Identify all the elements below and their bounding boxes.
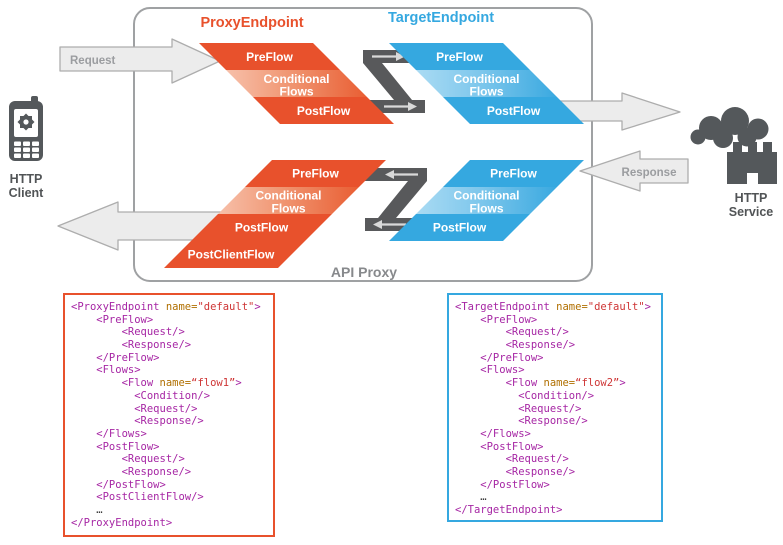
request-arrow: Request bbox=[59, 38, 221, 84]
api-proxy-diagram: Request Response PreFlow Conditional Flo… bbox=[9, 7, 777, 282]
http-service-label: HTTP bbox=[735, 191, 768, 205]
api-proxy-box bbox=[133, 7, 593, 282]
code-line: <Response/> bbox=[455, 339, 576, 352]
conditional-flows-label: Conditional bbox=[454, 189, 520, 203]
targetendpoint-title: TargetEndpoint bbox=[388, 10, 494, 26]
target-response-flow-shape: PreFlow Conditional Flows PostFlow bbox=[389, 160, 584, 241]
code-line: <Response/> bbox=[455, 465, 576, 478]
response-arrow: Response bbox=[579, 150, 689, 192]
proxyendpoint-title: ProxyEndpoint bbox=[200, 15, 303, 31]
targetendpoint-code-block: <TargetEndpoint name="default"> <PreFlow… bbox=[447, 293, 663, 522]
code-line: </PreFlow> bbox=[71, 351, 160, 364]
code-line: <Response/> bbox=[71, 339, 192, 352]
code-line: <Response/> bbox=[71, 415, 204, 428]
code-line: <Request/> bbox=[71, 402, 198, 415]
code-line: <Condition/> bbox=[455, 389, 595, 402]
conditional-flows-label: Flows bbox=[469, 202, 503, 216]
preflow-label: PreFlow bbox=[436, 50, 483, 64]
code-line: <Request/> bbox=[455, 326, 569, 339]
request-label: Request bbox=[70, 55, 116, 67]
code-line: <Response/> bbox=[455, 415, 588, 428]
conditional-flows-label: Conditional bbox=[256, 189, 322, 203]
conditional-flows-label: Flows bbox=[271, 202, 305, 216]
conditional-flows-label: Conditional bbox=[454, 72, 520, 86]
code-line: … bbox=[480, 491, 487, 504]
postflow-label: PostFlow bbox=[235, 221, 289, 235]
preflow-label: PreFlow bbox=[292, 167, 339, 181]
code-line: <Request/> bbox=[71, 453, 185, 466]
code-line: <Request/> bbox=[455, 453, 569, 466]
code-line: <Flows> bbox=[71, 364, 141, 377]
code-line: <TargetEndpoint name="default"> bbox=[455, 301, 651, 313]
code-line: <PreFlow> bbox=[71, 313, 154, 326]
code-line: <PostFlow> bbox=[71, 440, 160, 453]
code-line: </Flows> bbox=[71, 427, 147, 440]
code-line: <Flows> bbox=[455, 364, 525, 377]
preflow-label: PreFlow bbox=[246, 50, 293, 64]
code-line: <PostFlow> bbox=[455, 440, 544, 453]
conditional-flows-label: Conditional bbox=[264, 72, 330, 86]
proxyendpoint-code-block: <ProxyEndpoint name="default"> <PreFlow>… bbox=[63, 293, 275, 537]
code-line: </PostFlow> bbox=[71, 478, 166, 491]
code-line: </PostFlow> bbox=[455, 478, 550, 491]
api-proxy-label: API Proxy bbox=[331, 264, 397, 280]
code-line: <Response/> bbox=[71, 465, 192, 478]
http-client-icon: HTTP Client bbox=[9, 96, 45, 200]
postflow-label: PostFlow bbox=[487, 104, 541, 118]
code-line: … bbox=[96, 504, 103, 516]
code-line: <Flow name=“flow1”> bbox=[71, 377, 242, 390]
gear-icon bbox=[17, 113, 35, 131]
code-line: <Request/> bbox=[71, 326, 185, 339]
conditional-flows-label: Flows bbox=[279, 85, 313, 99]
proxy-request-flow-shape: PreFlow Conditional Flows PostFlow bbox=[199, 43, 394, 124]
code-line: </Flows> bbox=[455, 427, 531, 440]
code-line: <Condition/> bbox=[71, 389, 211, 402]
postclientflow-label: PostClientFlow bbox=[188, 248, 275, 262]
code-line: <PreFlow> bbox=[455, 313, 538, 326]
code-line: <Flow name=“flow2”> bbox=[455, 377, 626, 390]
code-line: <PostClientFlow/> bbox=[71, 491, 204, 504]
preflow-label: PreFlow bbox=[490, 167, 537, 181]
target-request-flow-shape: PreFlow Conditional Flows PostFlow bbox=[389, 43, 584, 124]
code-line: </ProxyEndpoint> bbox=[71, 516, 173, 529]
response-label: Response bbox=[622, 167, 677, 179]
code-line: <Request/> bbox=[455, 402, 582, 415]
http-client-label: Client bbox=[9, 186, 45, 200]
code-line: <ProxyEndpoint name="default"> bbox=[71, 301, 261, 313]
http-service-icon: HTTP Service bbox=[690, 107, 777, 219]
http-client-label: HTTP bbox=[10, 172, 43, 186]
code-line: </PreFlow> bbox=[455, 351, 544, 364]
proxy-response-flow-shape: PreFlow Conditional Flows PostFlow PostC… bbox=[164, 160, 386, 268]
conditional-flows-label: Flows bbox=[469, 85, 503, 99]
postflow-label: PostFlow bbox=[433, 221, 487, 235]
code-line: </TargetEndpoint> bbox=[455, 504, 563, 516]
http-service-label: Service bbox=[729, 205, 774, 219]
postflow-label: PostFlow bbox=[297, 104, 351, 118]
